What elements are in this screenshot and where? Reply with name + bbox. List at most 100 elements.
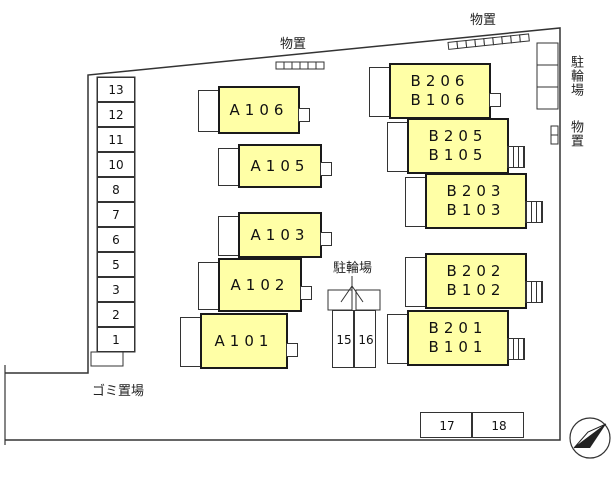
- parking-slot-number: 17: [439, 419, 455, 433]
- unit-number: B206: [410, 72, 470, 90]
- storage-shed-right: [550, 125, 559, 145]
- apartment-unit: A103: [238, 212, 322, 258]
- unit-step: [286, 343, 298, 357]
- parking-slot: 18: [472, 412, 524, 438]
- unit-step: [300, 286, 312, 300]
- apartment-unit: A102: [218, 258, 302, 312]
- building-annex: [198, 262, 220, 310]
- parking-slot-number: 2: [112, 308, 120, 322]
- unit-number: A105: [250, 156, 310, 175]
- unit-number: A101: [214, 331, 274, 350]
- storage-shed-top: [275, 61, 325, 70]
- parking-slot-number: 12: [108, 108, 124, 122]
- unit-number: B102: [446, 281, 506, 299]
- storage-label-right: 物置: [568, 120, 583, 148]
- parking-slot: 6: [97, 227, 135, 252]
- parking-slot: 5: [97, 252, 135, 277]
- parking-slot: 1: [97, 327, 135, 352]
- unit-balcony: [507, 146, 525, 168]
- unit-number: B106: [410, 91, 470, 109]
- unit-step: [298, 108, 310, 122]
- parking-slot-number: 13: [108, 83, 124, 97]
- parking-slot-number: 16: [358, 333, 374, 347]
- unit-labels: A102: [220, 276, 300, 295]
- apartment-unit: A106: [218, 86, 300, 134]
- storage-shed-top-right: [447, 33, 530, 50]
- unit-step: [320, 162, 332, 176]
- apartment-unit: A105: [238, 144, 322, 188]
- unit-number: B101: [428, 338, 488, 356]
- building-annex: [369, 67, 391, 117]
- unit-balcony: [525, 201, 543, 223]
- parking-slot-number: 5: [112, 258, 120, 272]
- apartment-unit: A101: [200, 313, 288, 369]
- unit-number: B203: [446, 182, 506, 200]
- unit-number: A103: [250, 225, 310, 244]
- unit-number: B205: [428, 127, 488, 145]
- building-annex: [218, 216, 240, 256]
- parking-slot: 11: [97, 127, 135, 152]
- unit-labels: A106: [220, 101, 298, 120]
- parking-slot-number: 11: [108, 133, 124, 147]
- parking-slot: 15: [332, 310, 354, 368]
- parking-slot: 12: [97, 102, 135, 127]
- parking-slot: 10: [97, 152, 135, 177]
- parking-slot: 3: [97, 277, 135, 302]
- parking-slot-number: 1: [112, 333, 120, 347]
- building-annex: [405, 177, 427, 227]
- bike-parking-right: [536, 42, 559, 110]
- parking-slot-number: 8: [112, 183, 120, 197]
- unit-number: A102: [230, 275, 290, 294]
- building-annex: [387, 122, 409, 172]
- unit-number: A106: [229, 100, 289, 119]
- parking-slot: 8: [97, 177, 135, 202]
- building-annex: [387, 314, 409, 364]
- parking-slot-number: 10: [108, 158, 124, 172]
- unit-balcony: [507, 338, 525, 360]
- unit-number: B202: [446, 262, 506, 280]
- garbage-area: [90, 351, 124, 367]
- parking-slot-number: 6: [112, 233, 120, 247]
- property-boundary: [5, 27, 561, 441]
- building-annex: [405, 257, 427, 307]
- parking-slot: 7: [97, 202, 135, 227]
- unit-number: B103: [446, 201, 506, 219]
- bike-parking-label-right: 駐輪場: [568, 55, 583, 97]
- bike-parking-center: [327, 276, 381, 311]
- unit-balcony: [525, 281, 543, 303]
- building-annex: [180, 317, 202, 367]
- unit-number: B201: [428, 319, 488, 337]
- parking-slot-number: 15: [336, 333, 352, 347]
- parking-slot: 13: [97, 77, 135, 102]
- unit-labels: A103: [240, 226, 320, 245]
- storage-label-top: 物置: [280, 37, 307, 52]
- parking-slot-number: 7: [112, 208, 120, 222]
- building-annex: [218, 148, 240, 186]
- parking-slot-number: 3: [112, 283, 120, 297]
- storage-label-top-right: 物置: [470, 13, 497, 28]
- north-arrow-icon: [569, 417, 611, 459]
- garbage-label: ゴミ置場: [92, 384, 145, 399]
- unit-step: [489, 93, 501, 107]
- parking-slot: 17: [420, 412, 472, 438]
- unit-labels: A105: [240, 157, 320, 176]
- parking-slot-number: 18: [491, 419, 507, 433]
- building-annex: [198, 90, 220, 132]
- parking-slot: 2: [97, 302, 135, 327]
- unit-labels: A101: [202, 332, 286, 351]
- bike-parking-label-center: 駐輪場: [333, 261, 373, 276]
- unit-step: [320, 232, 332, 246]
- parking-slot: 16: [354, 310, 376, 368]
